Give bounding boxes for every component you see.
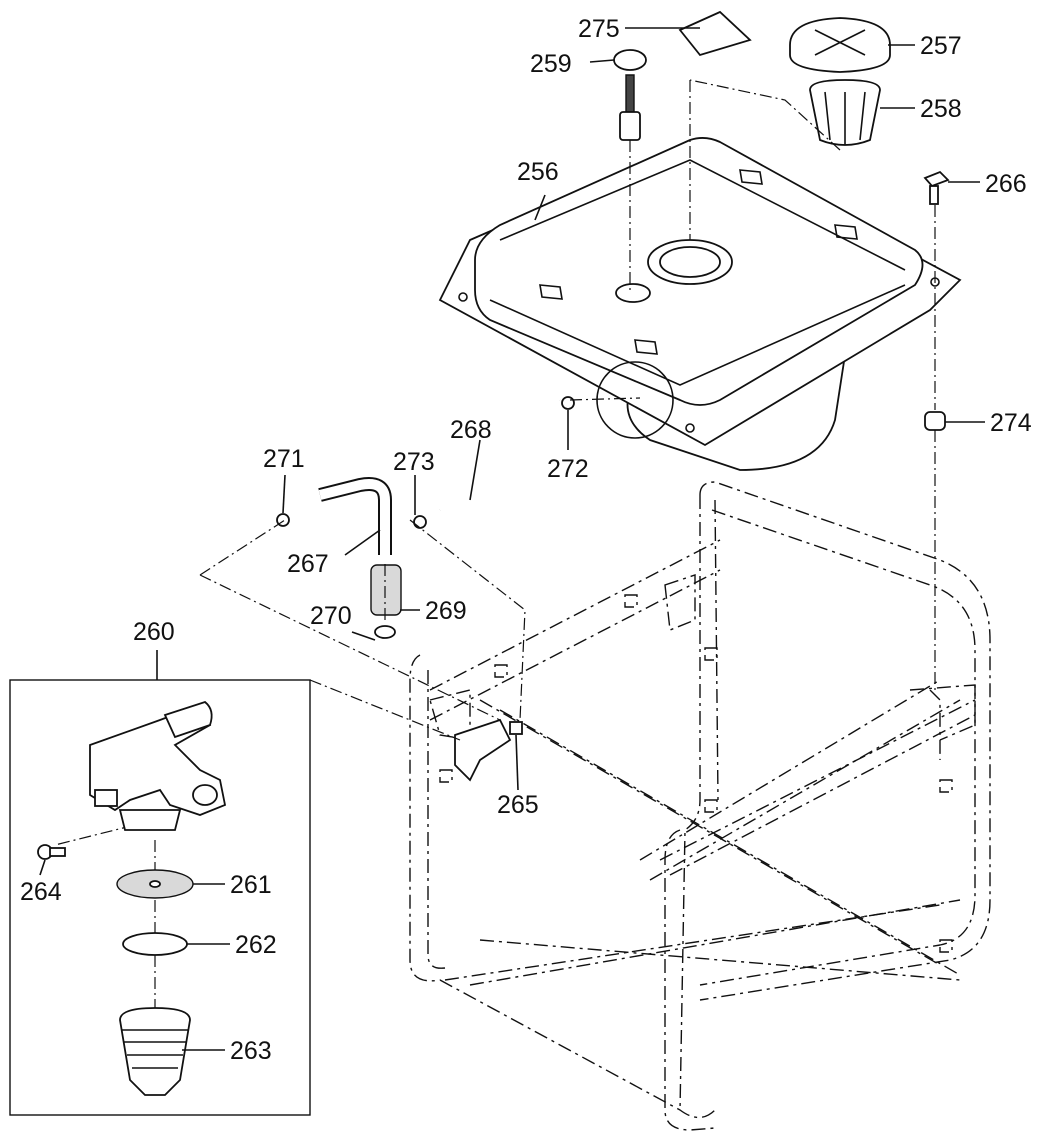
label-268: 268 [450,416,492,444]
label-270: 270 [310,602,352,630]
label-264: 264 [20,878,62,906]
leader-lines [39,27,985,1051]
caution-label [678,10,752,57]
label-262: 262 [235,931,277,959]
valve-o-ring [122,932,188,956]
label-259: 259 [530,50,572,78]
frame-outline [409,481,991,1131]
label-256: 256 [517,158,559,186]
label-257: 257 [920,32,962,60]
fuel-valve-mounted [454,718,523,782]
label-265: 265 [497,791,539,819]
part-labels: 275 259 257 258 256 266 274 268 271 273 … [20,15,1032,1065]
label-269: 269 [425,597,467,625]
fuel-valve-assembly [89,700,227,831]
label-261: 261 [230,871,272,899]
sediment-cup [119,1007,191,1096]
label-260: 260 [133,618,175,646]
fuel-hoses [276,394,575,639]
fuel-strainer [809,79,881,146]
label-266: 266 [985,170,1027,198]
fuel-tank [438,137,962,471]
fuel-valve-inset-box [9,679,311,1116]
label-274: 274 [990,409,1032,437]
label-271: 271 [263,445,305,473]
label-267: 267 [287,550,329,578]
valve-screw [37,844,66,860]
label-273: 273 [393,448,435,476]
fuel-gauge [613,49,647,141]
fuel-cap [789,17,891,73]
tank-bolt [923,170,950,205]
tank-grommet [924,411,946,431]
label-263: 263 [230,1037,272,1065]
label-275: 275 [578,15,620,43]
label-272: 272 [547,455,589,483]
label-258: 258 [920,95,962,123]
